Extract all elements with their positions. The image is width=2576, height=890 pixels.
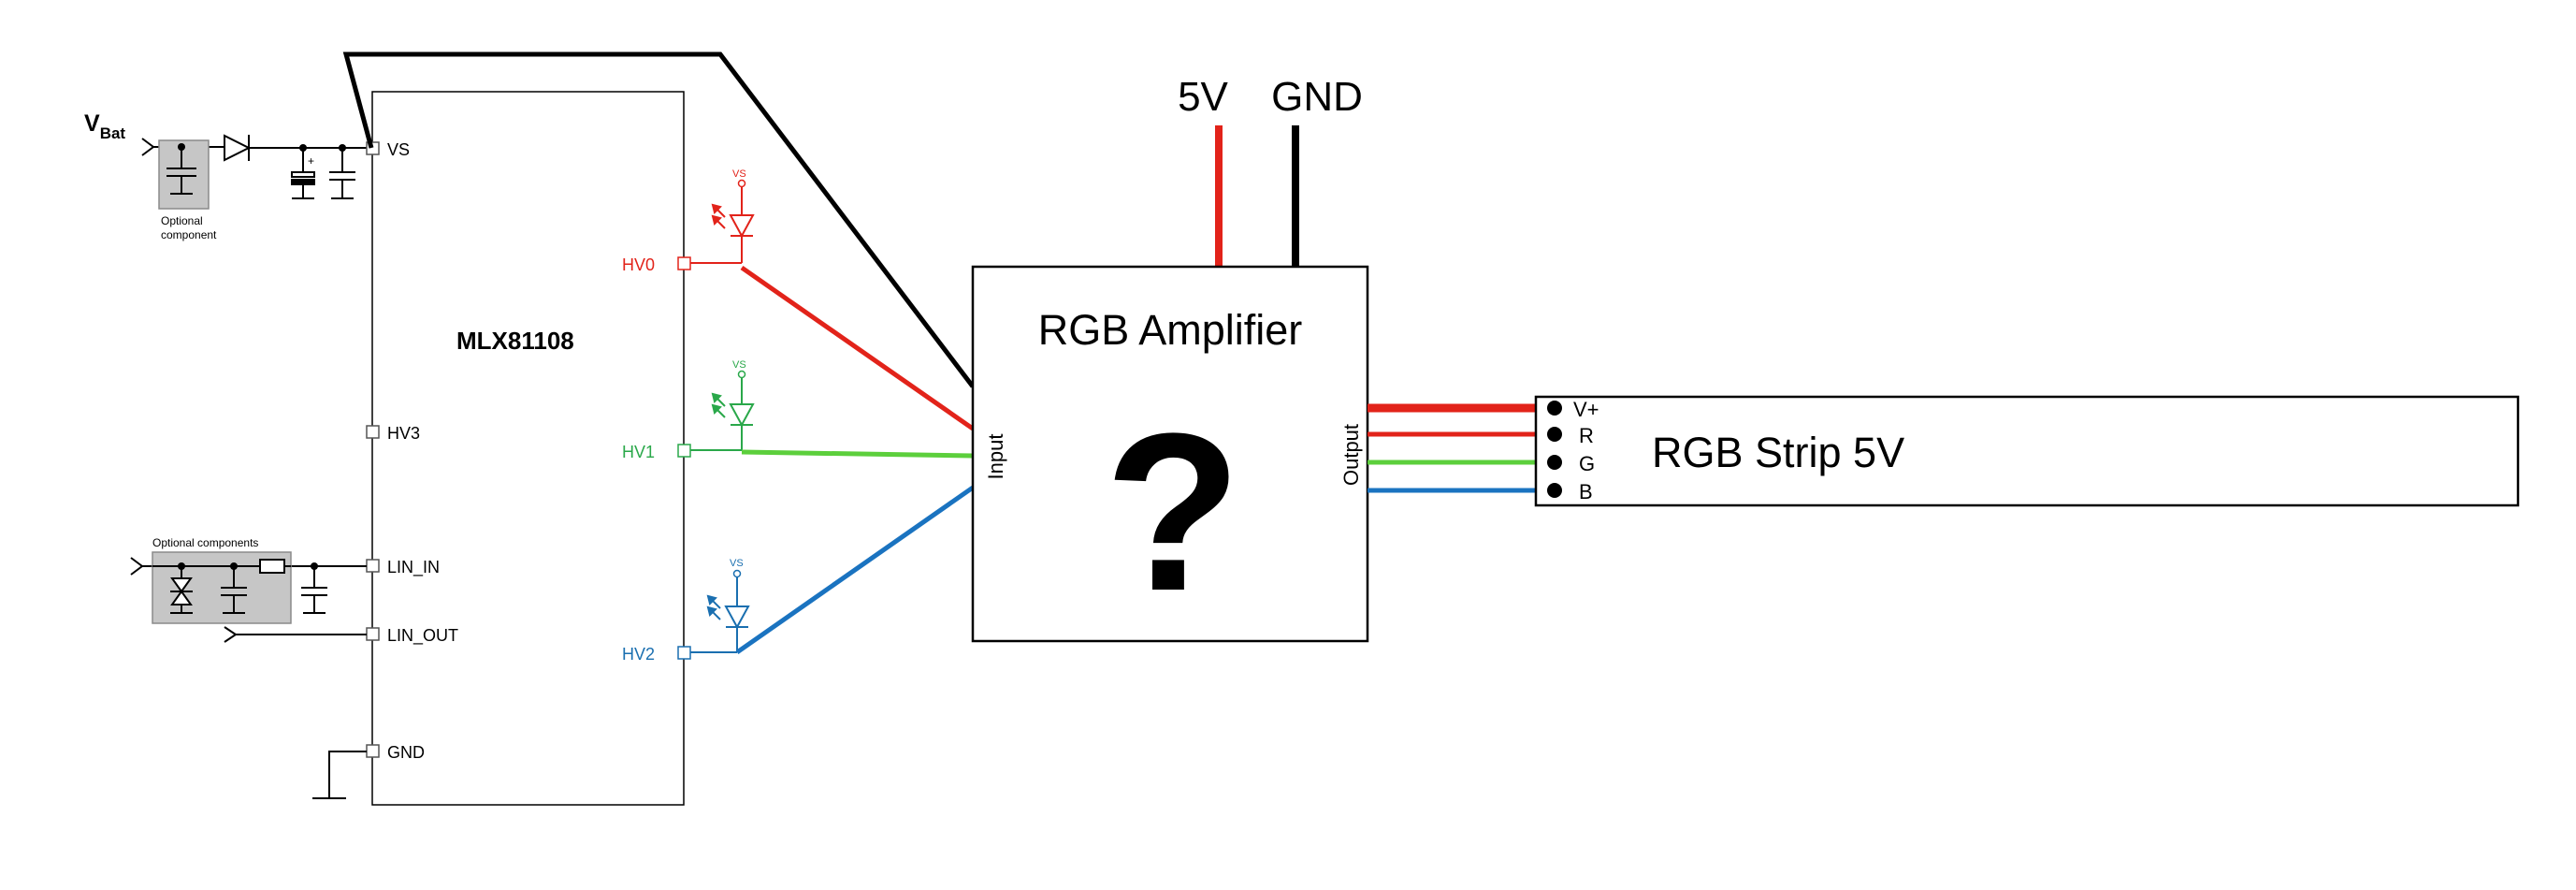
pin-lin-in xyxy=(366,559,380,573)
polarity-plus-icon: + xyxy=(308,154,314,168)
rgb-strip: V+ R G B RGB Strip 5V xyxy=(1534,395,2520,507)
led-icon xyxy=(729,214,755,239)
tvs-diode-icon xyxy=(170,577,193,605)
strip-pin-label-b: B xyxy=(1579,480,1593,503)
strip-pin-label-vplus: V+ xyxy=(1573,398,1599,421)
hv1-to-amp-wire xyxy=(741,449,974,459)
lin-out-arrow xyxy=(224,626,238,643)
led-vs-label: VS xyxy=(732,168,746,180)
hv2-to-amp-wire xyxy=(735,485,975,655)
rgb-amplifier: 5V GND RGB Amplifier ? Input Output xyxy=(971,74,1369,643)
amplifier-title: RGB Amplifier xyxy=(1038,306,1303,354)
resistor-icon xyxy=(259,559,285,574)
rail-5v-label: 5V xyxy=(1178,74,1228,120)
pin-lin-out xyxy=(366,627,380,641)
led-hv0: VS xyxy=(690,168,755,264)
gnd-wire xyxy=(328,751,367,798)
pin-gnd xyxy=(366,744,380,758)
vs-to-amp-wire xyxy=(342,51,975,388)
vbat-input-arrow xyxy=(141,138,155,156)
chip-name: MLX81108 xyxy=(456,327,574,355)
led-vs-label: VS xyxy=(732,359,746,371)
pin-gnd-label: GND xyxy=(387,743,425,762)
pin-vs-label: VS xyxy=(387,140,410,159)
pin-lin-out-label: LIN_OUT xyxy=(387,626,458,646)
strip-pin-label-g: G xyxy=(1579,452,1595,475)
pin-lin-in-label: LIN_IN xyxy=(387,558,440,577)
light-emission-icon xyxy=(711,203,726,229)
light-emission-icon xyxy=(706,594,721,620)
strip-terminal-b xyxy=(1547,483,1562,498)
signal-wires xyxy=(342,51,975,655)
electrolytic-capacitor-icon xyxy=(291,171,315,178)
vbat-label: VBat xyxy=(84,110,125,142)
lin-circuit: Optional components xyxy=(130,536,367,799)
strip-box xyxy=(1534,395,2520,507)
pin-hv0-label: HV0 xyxy=(622,255,655,274)
led-vs-label: VS xyxy=(730,558,744,569)
light-emission-icon xyxy=(711,392,726,418)
strip-pin-label-r: R xyxy=(1579,424,1594,447)
mlx81108-chip: MLX81108 VS HV3 LIN_IN LIN_OUT GND HV0 H… xyxy=(366,91,691,806)
amplifier-question-mark: ? xyxy=(1105,387,1242,637)
strip-terminal-r xyxy=(1547,427,1562,442)
led-icon xyxy=(724,605,750,630)
pin-hv2 xyxy=(677,646,691,660)
optional-component-label: Optional component xyxy=(161,214,217,241)
pin-hv3-label: HV3 xyxy=(387,424,420,443)
vbat-supply: VBat Optional component + xyxy=(84,110,367,241)
pin-hv1-label: HV1 xyxy=(622,443,655,461)
strip-title: RGB Strip 5V xyxy=(1652,429,1904,476)
amplifier-output-label: Output xyxy=(1339,424,1363,486)
pin-hv3 xyxy=(366,425,380,439)
led-hv2: VS xyxy=(690,558,750,653)
amplifier-box xyxy=(971,265,1369,643)
lin-input-arrow xyxy=(130,557,144,576)
diode-icon xyxy=(224,134,252,162)
pin-hv0 xyxy=(677,256,691,270)
amplifier-input-label: Input xyxy=(984,434,1007,480)
led-icon xyxy=(729,403,755,428)
led-hv1: VS xyxy=(690,359,755,451)
pin-hv2-label: HV2 xyxy=(622,645,655,664)
output-wires xyxy=(1368,403,1555,493)
optional-components-label: Optional components xyxy=(152,536,258,549)
hv0-to-amp-wire xyxy=(740,265,975,431)
rail-gnd-label: GND xyxy=(1271,74,1363,120)
optional-component-box xyxy=(158,139,210,210)
pin-hv1 xyxy=(677,444,691,458)
strip-terminal-g xyxy=(1547,455,1562,470)
strip-terminal-vplus xyxy=(1547,401,1562,416)
